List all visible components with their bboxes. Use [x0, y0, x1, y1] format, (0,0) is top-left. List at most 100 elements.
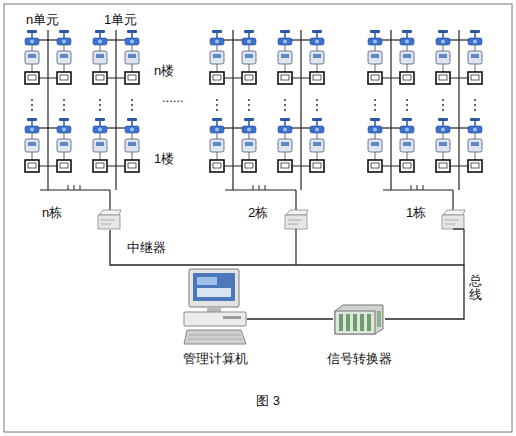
valve-icon [210, 118, 224, 133]
valve-icon [57, 30, 71, 45]
collector-box-icon [125, 72, 139, 84]
collector-box-icon [242, 72, 256, 84]
text-label: n楼 [154, 62, 174, 80]
water-meter-icon [57, 139, 71, 152]
valve-icon [368, 118, 382, 133]
valve-icon [125, 30, 139, 45]
collector-box-icon [57, 72, 71, 84]
water-meter-icon [436, 51, 450, 64]
collector-box-icon [436, 160, 450, 172]
building-group [25, 30, 139, 210]
valve-icon [400, 118, 414, 133]
water-meter-icon [310, 139, 324, 152]
water-meter-icon [400, 51, 414, 64]
collector-box-icon [468, 160, 482, 172]
bus-wire [110, 230, 464, 319]
valve-icon [468, 30, 482, 45]
valve-icon [25, 118, 39, 133]
water-meter-icon [242, 139, 256, 152]
water-meter-icon [25, 139, 39, 152]
valve-icon [436, 118, 450, 133]
conv-icon [333, 303, 385, 335]
node-label: 管理计算机 [183, 350, 248, 368]
node-label: 中继器 [127, 239, 166, 257]
water-meter-icon [93, 51, 107, 64]
collector-box-icon [400, 72, 414, 84]
water-meter-icon [57, 51, 71, 64]
collector-box-icon [57, 160, 71, 172]
pc-icon [183, 268, 247, 346]
valve-icon [93, 118, 107, 133]
collector-box-icon [368, 72, 382, 84]
water-meter-icon [368, 139, 382, 152]
water-meter-icon [25, 51, 39, 64]
collector-box-icon [25, 72, 39, 84]
text-label: 2栋 [248, 204, 268, 222]
water-meter-icon [436, 139, 450, 152]
valve-icon [242, 30, 256, 45]
collector-box-icon [25, 160, 39, 172]
valve-icon [210, 30, 224, 45]
collector-box-icon [310, 160, 324, 172]
water-meter-icon [368, 51, 382, 64]
valve-icon [242, 118, 256, 133]
valve-icon [368, 30, 382, 45]
bus-drop [453, 228, 464, 229]
water-meter-icon [93, 139, 107, 152]
water-meter-icon [125, 139, 139, 152]
valve-icon [278, 118, 292, 133]
text-label: ...... [162, 90, 184, 105]
converter-node: 信号转换器 [333, 303, 385, 335]
building-group [210, 30, 324, 210]
water-meter-icon [468, 51, 482, 64]
bus-drop [295, 229, 296, 265]
valve-icon [93, 30, 107, 45]
water-meter-icon [210, 51, 224, 64]
collector-box-icon [436, 72, 450, 84]
node-label: 信号转换器 [327, 350, 392, 368]
water-meter-icon [242, 51, 256, 64]
valve-icon [125, 118, 139, 133]
water-meter-icon [310, 51, 324, 64]
collector-box-icon [468, 72, 482, 84]
text-label: 1栋 [406, 204, 426, 222]
building-group [368, 30, 482, 210]
water-meter-icon [210, 139, 224, 152]
frame-border [4, 4, 512, 432]
valve-icon [278, 30, 292, 45]
repeater-icon [285, 210, 308, 229]
collector-box-icon [210, 72, 224, 84]
collector-box-icon [210, 160, 224, 172]
water-meter-icon [278, 139, 292, 152]
collector-box-icon [242, 160, 256, 172]
collector-box-icon [400, 160, 414, 172]
bus-wire [247, 318, 333, 319]
water-meter-icon [468, 139, 482, 152]
collector-box-icon [93, 72, 107, 84]
valve-icon [436, 30, 450, 45]
collector-box-icon [368, 160, 382, 172]
valve-icon [25, 30, 39, 45]
valve-icon [400, 30, 414, 45]
text-label: n栋 [42, 204, 62, 222]
water-meter-icon [278, 51, 292, 64]
rep-icon [97, 209, 123, 230]
collector-box-icon [125, 160, 139, 172]
repeater-node: 中继器 [97, 209, 123, 230]
water-meter-icon [125, 51, 139, 64]
figure-caption: 图 3 [256, 392, 280, 410]
text-label: 1楼 [154, 150, 174, 168]
collector-box-icon [93, 160, 107, 172]
collector-box-icon [278, 160, 292, 172]
bus-label: 总线 [469, 274, 482, 303]
collector-box-icon [278, 72, 292, 84]
repeater-icon [98, 210, 121, 229]
valve-icon [310, 118, 324, 133]
text-label: n单元 [26, 11, 59, 29]
water-meter-icon [400, 139, 414, 152]
text-label: 1单元 [104, 11, 137, 29]
bus-drop [463, 229, 464, 265]
valve-icon [310, 30, 324, 45]
valve-icon [57, 118, 71, 133]
